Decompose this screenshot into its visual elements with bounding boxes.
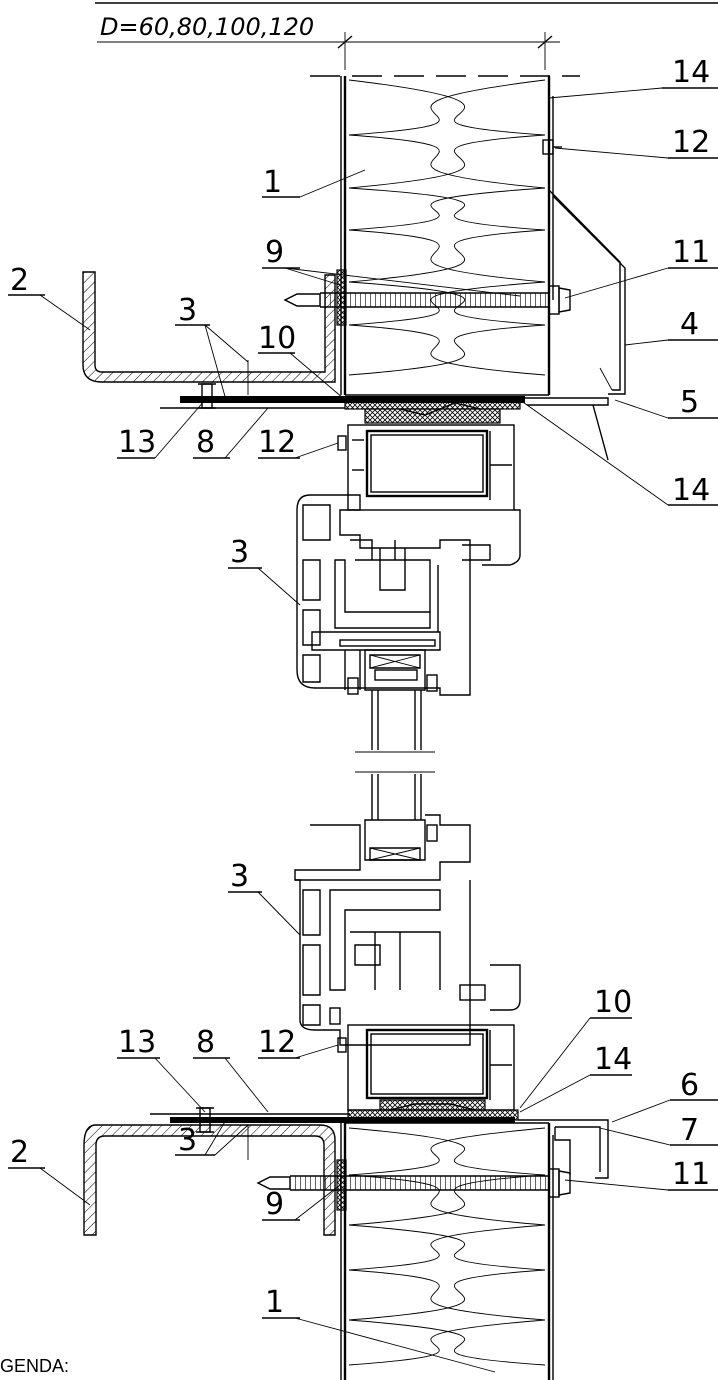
leader-lines [8, 87, 718, 1373]
callout-3: 3 [178, 1123, 197, 1158]
sandwich-panel-top [340, 76, 554, 396]
callout-3: 3 [178, 293, 197, 328]
glazing-bead-top [364, 649, 426, 691]
callout-1: 1 [263, 165, 282, 200]
gasket-10-top [344, 396, 521, 424]
callout-13: 13 [118, 1025, 156, 1060]
rivet-13-top [198, 383, 216, 409]
glass-pane [355, 690, 435, 820]
callout-3: 3 [230, 535, 249, 570]
plate-8-bottom [150, 1113, 515, 1123]
callout-14: 14 [594, 1042, 632, 1077]
callout-8: 8 [196, 425, 215, 460]
flashing-6-7 [518, 1119, 609, 1179]
callout-4: 4 [680, 307, 699, 342]
callout-5: 5 [680, 385, 699, 420]
rivet-12-top [542, 139, 562, 155]
callout-2: 2 [10, 263, 29, 298]
callout-11: 11 [672, 235, 710, 270]
seal-9-top [336, 269, 347, 326]
steel-profile-bottom [83, 1124, 336, 1236]
callout-10: 10 [594, 985, 632, 1020]
callout-11: 11 [672, 1157, 710, 1192]
callout-7: 7 [680, 1113, 699, 1148]
callout-3: 3 [230, 859, 249, 894]
flashing-4 [548, 189, 626, 395]
window-frame-top [337, 424, 521, 566]
callout-10: 10 [258, 321, 296, 356]
callout-2: 2 [10, 1135, 29, 1170]
sandwich-panel-bottom [340, 1122, 554, 1380]
screw-11-top [283, 285, 571, 315]
callout-12: 12 [258, 425, 296, 460]
dimension-line [330, 32, 560, 70]
callout-13: 13 [118, 425, 156, 460]
callout-9: 9 [265, 1187, 284, 1222]
callout-labels: 14 12 1 11 9 2 3 4 10 5 13 8 12 14 3 3 1… [10, 55, 710, 1320]
flashing-5 [520, 397, 609, 461]
callout-14: 14 [672, 55, 710, 90]
steel-profile-top [82, 271, 336, 383]
sash-bottom [294, 814, 521, 1046]
callout-12: 12 [258, 1025, 296, 1060]
callout-14: 14 [672, 473, 710, 508]
callout-1: 1 [265, 1285, 284, 1320]
callout-12: 12 [672, 125, 710, 160]
callout-8: 8 [196, 1025, 215, 1060]
sash-top [296, 494, 491, 696]
callout-6: 6 [680, 1068, 699, 1103]
legend-heading: GENDA: [0, 1356, 69, 1376]
window-frame-bottom [337, 1024, 515, 1111]
dimension-text: D=60,80,100,120 [100, 13, 314, 41]
callout-9: 9 [265, 235, 284, 270]
